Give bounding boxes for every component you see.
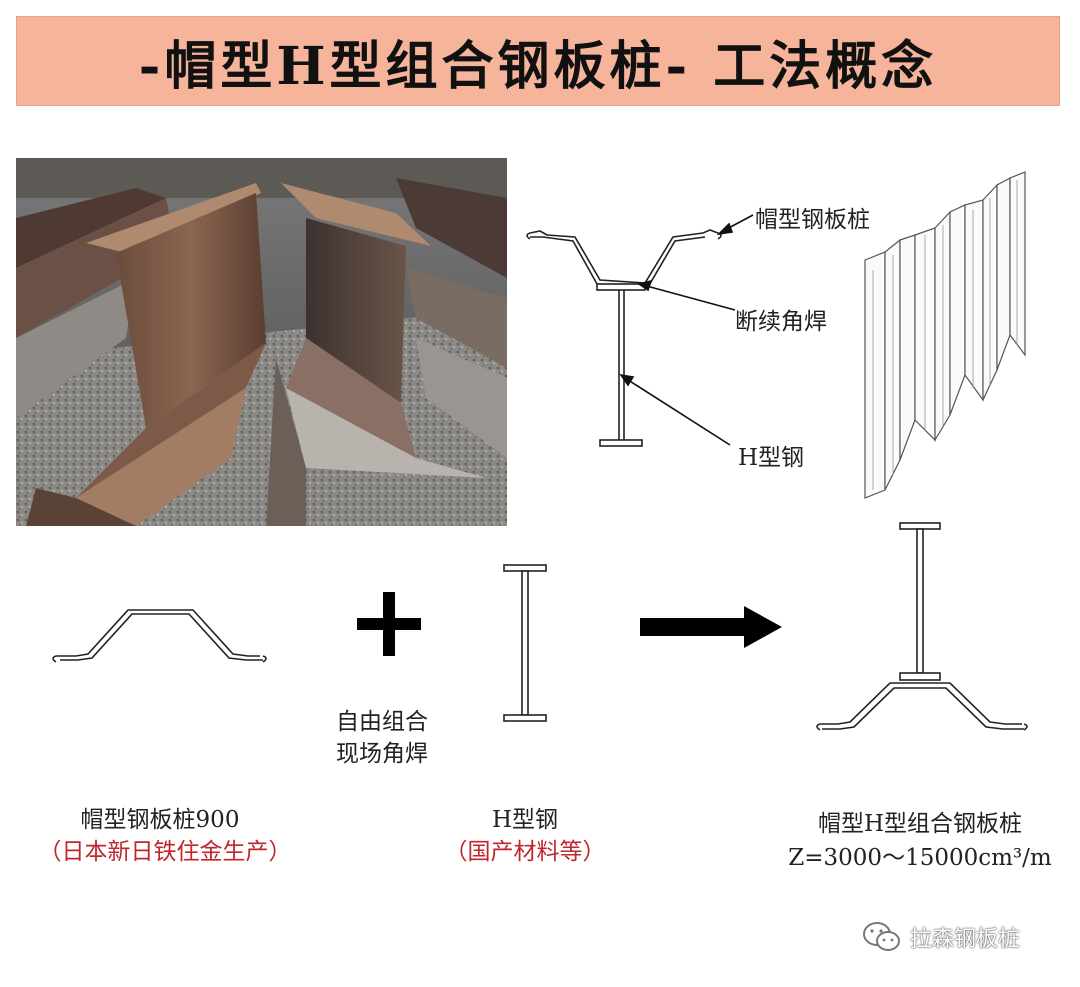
- watermark-text: 拉森钢板桩: [910, 927, 1021, 952]
- title-banner: -帽型H型组合钢板桩- 工法概念: [16, 16, 1060, 106]
- right-arrow-icon: [640, 606, 782, 648]
- wall-3d-sketch: [864, 171, 1026, 499]
- h-steel-profile: [503, 564, 547, 722]
- plus-icon: [357, 592, 421, 656]
- hat-pile-name: 帽型钢板桩900: [80, 807, 240, 833]
- combine-note-2: 现场角焊: [336, 741, 428, 767]
- cross-section-diagram: [526, 214, 754, 447]
- callout-h-steel: H型钢: [738, 445, 805, 471]
- combined-pile-spec: Z=3000～15000cm³/m: [788, 845, 1052, 871]
- site-photo: [16, 158, 507, 526]
- h-steel-origin: （国产材料等）: [444, 839, 606, 865]
- wechat-watermark: 拉森钢板桩: [862, 920, 1020, 954]
- hat-pile-profile: [52, 609, 267, 663]
- combined-pile-profile: [816, 522, 1028, 731]
- wechat-icon: [863, 922, 900, 951]
- combine-note-1: 自由组合: [336, 709, 428, 735]
- combined-pile-name: 帽型H型组合钢板桩: [817, 811, 1023, 837]
- callout-hat-pile: 帽型钢板桩: [755, 207, 870, 233]
- page-title: -帽型H型组合钢板桩- 工法概念: [138, 35, 938, 97]
- callout-weld: 断续角焊: [735, 309, 827, 335]
- h-steel-name: H型钢: [491, 807, 559, 833]
- hat-pile-origin: （日本新日铁住金生产）: [38, 839, 292, 865]
